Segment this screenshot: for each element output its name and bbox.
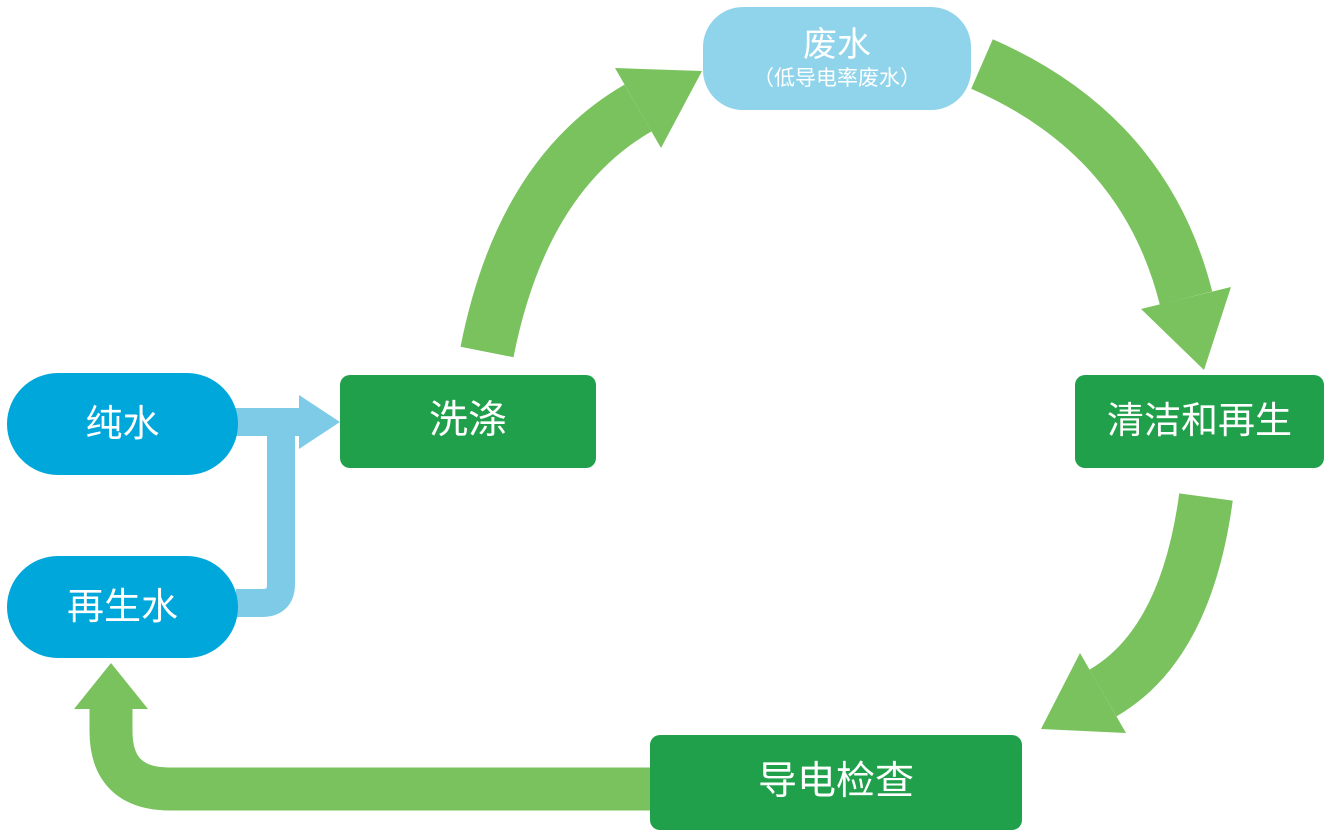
node-conductivity-check: 导电检查 xyxy=(650,735,1022,830)
arrow-wastewater-to-cleaning xyxy=(971,39,1231,370)
node-washing: 洗涤 xyxy=(340,375,596,468)
cleaning-regeneration-label: 清洁和再生 xyxy=(1107,400,1292,442)
recycled-water-label: 再生水 xyxy=(67,585,178,627)
connector-recycled-water-to-washing xyxy=(236,418,295,617)
node-pure-water: 纯水 xyxy=(7,373,238,475)
conductivity-check-label: 导电检查 xyxy=(757,760,914,804)
pure-water-label: 纯水 xyxy=(85,402,160,444)
wastewater-label: 废水 xyxy=(803,25,871,64)
arrow-washing-to-wastewater xyxy=(460,68,702,358)
node-cleaning-regeneration: 清洁和再生 xyxy=(1075,375,1324,468)
arrow-cleaning-to-conductivity xyxy=(1041,493,1233,733)
arrow-conductivity-to-recycled-water xyxy=(74,663,650,811)
washing-label: 洗涤 xyxy=(428,399,507,443)
node-wastewater: 废水 （低导电率废水） xyxy=(703,7,971,110)
wastewater-sublabel: （低导电率废水） xyxy=(753,66,921,90)
node-recycled-water: 再生水 xyxy=(7,556,238,658)
